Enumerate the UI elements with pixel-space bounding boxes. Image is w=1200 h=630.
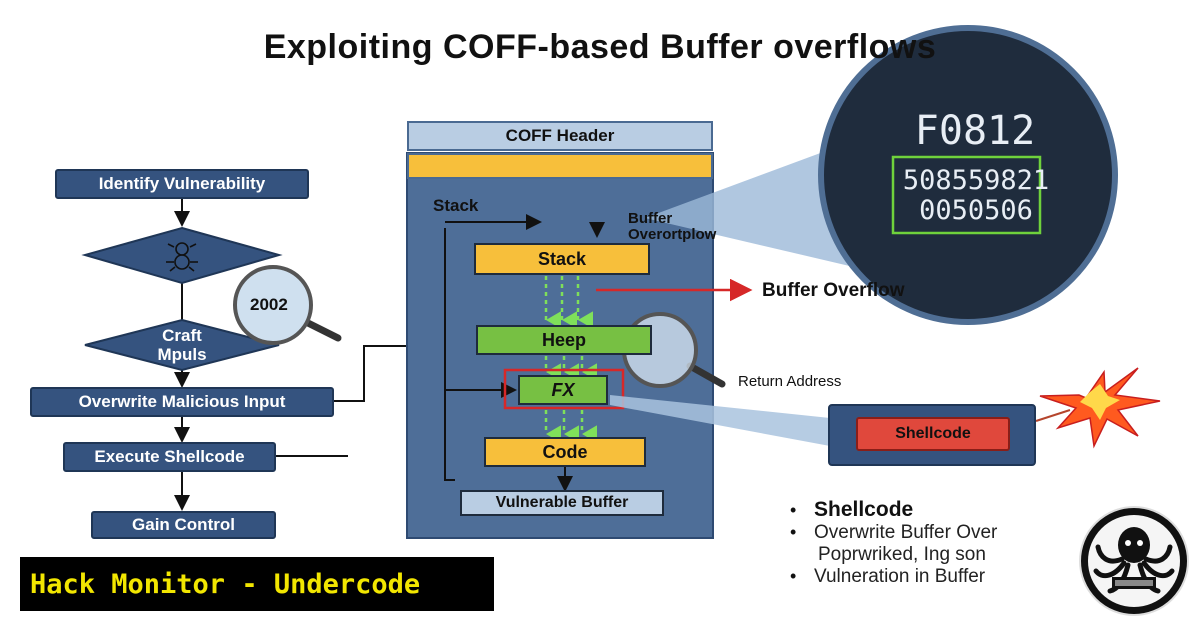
vulnerable-buffer-block: Vulnerable Buffer <box>460 490 664 516</box>
fx-block: FX <box>518 375 608 405</box>
zoom-callout-pointer <box>645 145 858 268</box>
fuse-line <box>1035 409 1071 422</box>
zoom-hex-top: F0812 <box>914 108 1036 154</box>
coff-header: COFF Header <box>407 121 713 151</box>
coff-header-strip <box>407 153 713 179</box>
buffer-overflow-note: Buffer Overortplow <box>628 210 717 243</box>
code-block: Code <box>484 437 646 467</box>
memory-connectors <box>444 214 605 492</box>
fx-to-shellcode-beam <box>610 395 830 446</box>
bullet-item: •Overwrite Buffer Over <box>790 522 998 543</box>
flow-step-craft: Craft Mpuls <box>157 326 207 364</box>
decision-diamond-craft <box>84 318 280 372</box>
magnifier-icon-flow <box>233 265 342 345</box>
fx-highlight-frame <box>503 368 625 410</box>
watermark-banner: Hack Monitor - Undercode <box>20 557 494 611</box>
flow-connectors <box>174 197 445 511</box>
shellcode-box: Shellcode <box>856 417 1010 451</box>
heap-block: Heep <box>476 325 652 355</box>
magnifier-flow-label: 2002 <box>250 295 288 314</box>
overflow-flow-arrows <box>544 276 597 443</box>
bullet-item-continuation: Poprwriked, Ing son <box>818 544 986 565</box>
bullet-item: •Vulneration in Buffer <box>790 566 986 587</box>
zoom-hex-line-1: 508559821 <box>902 165 1050 196</box>
bullet-item-text: Overwrite Buffer Over <box>814 522 998 543</box>
flow-step-overwrite: Overwrite Malicious Input <box>30 387 334 417</box>
zoom-highlight-frame <box>891 155 1042 235</box>
flow-step-identify: Identify Vulnerability <box>55 169 309 199</box>
octopus-logo-icon <box>1079 506 1189 616</box>
flow-step-gain-control: Gain Control <box>91 511 276 539</box>
stack-block: Stack <box>474 243 650 275</box>
zoom-lens <box>818 25 1118 325</box>
bullet-item-text: Vulneration in Buffer <box>814 566 986 587</box>
flow-step-execute: Execute Shellcode <box>63 442 276 472</box>
shellcode-bullet-list: •Shellcode •Overwrite Buffer Over Poprwr… <box>790 498 1090 588</box>
stack-section-label: Stack <box>433 196 479 215</box>
page-title: Exploiting COFF-based Buffer overflows <box>263 28 937 66</box>
bullet-heading: •Shellcode <box>790 498 914 521</box>
explosion-core <box>1080 384 1120 420</box>
bug-icon <box>166 242 198 272</box>
bullet-heading-text: Shellcode <box>814 498 914 521</box>
zoom-hex-line-2: 0050506 <box>919 195 1033 226</box>
return-address-label: Return Address <box>738 373 842 390</box>
buffer-overflow-label: Buffer Overflow <box>762 280 905 301</box>
